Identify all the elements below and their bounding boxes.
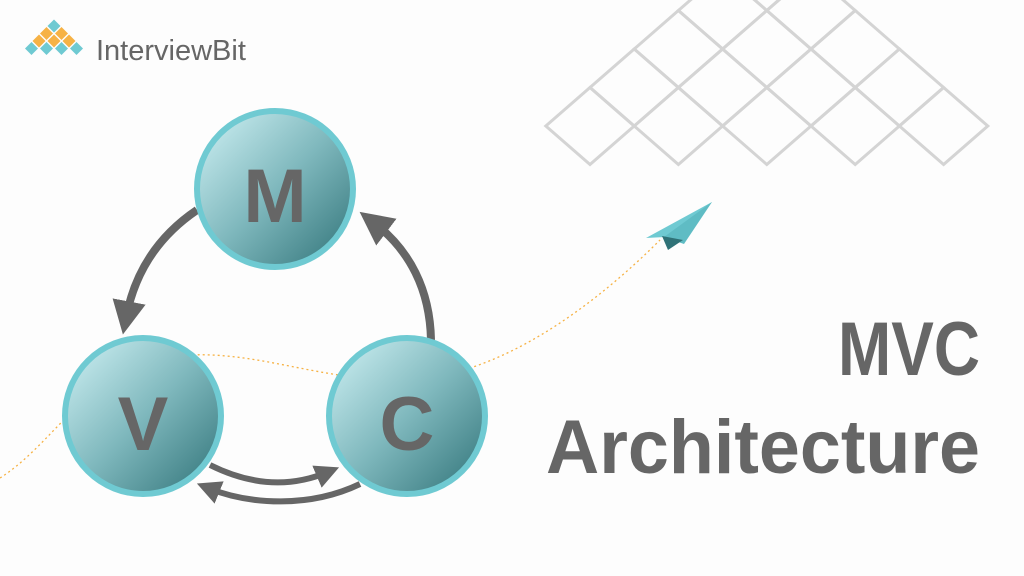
logo-diamond bbox=[40, 42, 53, 55]
decorative-diamond-grid bbox=[543, 0, 991, 167]
grid-diamond bbox=[752, 0, 782, 13]
logo-diamond bbox=[40, 27, 53, 40]
arrow-controller-to-view bbox=[196, 481, 362, 505]
grid-diamond bbox=[808, 8, 902, 90]
logo-diamond bbox=[62, 34, 76, 48]
title-line-1: MVC bbox=[838, 307, 980, 392]
node-controller: C bbox=[326, 335, 488, 497]
logo-diamond bbox=[55, 27, 68, 40]
node-controller-label: C bbox=[380, 382, 435, 467]
grid-diamond bbox=[587, 47, 681, 128]
logo-diamond-mark bbox=[25, 19, 83, 55]
title-line-2: Architecture bbox=[546, 405, 980, 490]
arrow-controller-to-model bbox=[359, 211, 435, 341]
grid-diamond bbox=[631, 85, 725, 167]
node-view: V bbox=[62, 335, 224, 497]
arrow-view-to-controller bbox=[208, 462, 340, 488]
grid-diamond bbox=[676, 47, 770, 128]
grid-diamond bbox=[720, 85, 814, 167]
grid-diamond bbox=[631, 8, 725, 90]
grid-diamond bbox=[897, 85, 991, 167]
paper-plane-icon bbox=[646, 202, 712, 250]
node-model-label: M bbox=[243, 154, 306, 239]
grid-diamond bbox=[764, 47, 858, 128]
logo-diamond bbox=[70, 42, 83, 55]
node-model: M bbox=[194, 108, 356, 270]
arrow-model-to-view bbox=[112, 206, 200, 335]
grid-diamond bbox=[808, 85, 902, 167]
logo-text: InterviewBit bbox=[96, 35, 246, 67]
logo-diamond bbox=[47, 19, 61, 33]
grid-diamond bbox=[852, 47, 946, 128]
grid-diamond bbox=[676, 0, 770, 51]
interviewbit-logo[interactable]: InterviewBit bbox=[25, 19, 246, 68]
logo-diamond bbox=[32, 34, 46, 48]
logo-diamond bbox=[25, 42, 38, 55]
logo-diamond bbox=[55, 42, 68, 55]
grid-diamond bbox=[543, 85, 637, 167]
grid-diamond bbox=[720, 8, 814, 90]
node-view-label: V bbox=[118, 382, 169, 467]
logo-diamond bbox=[47, 34, 61, 48]
grid-diamond bbox=[764, 0, 858, 51]
